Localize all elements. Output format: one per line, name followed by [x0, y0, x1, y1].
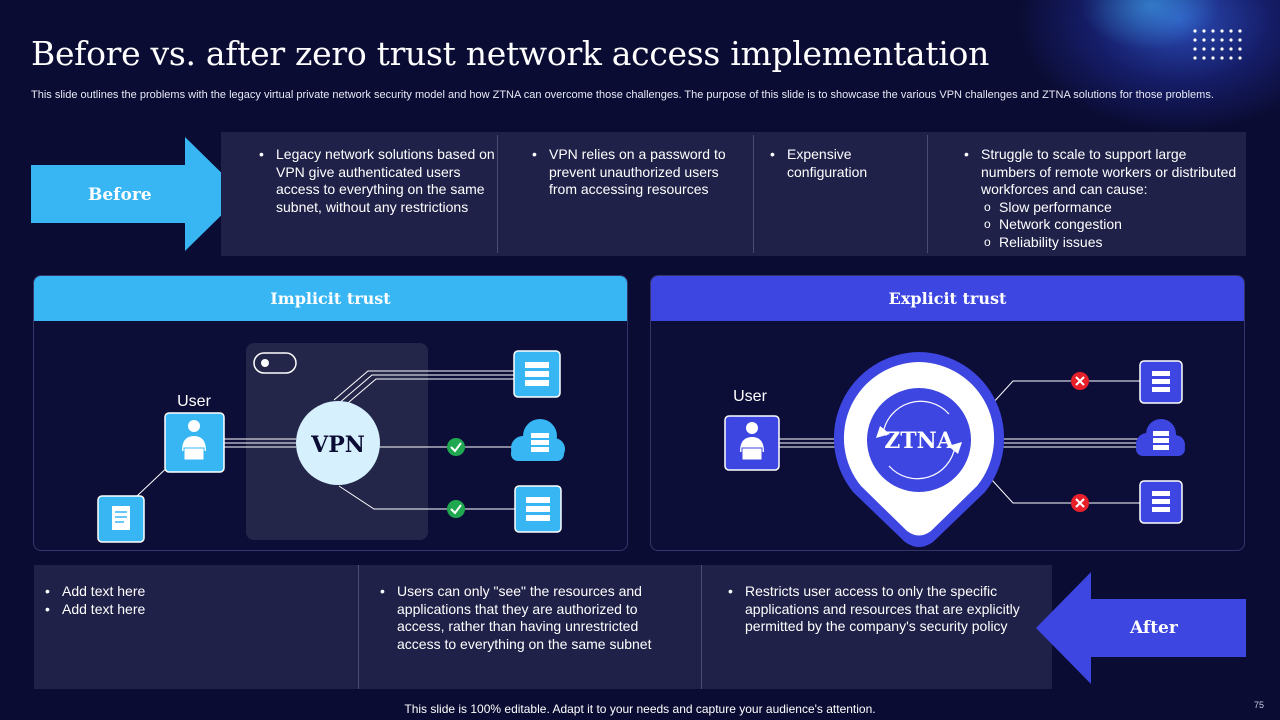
dot-grid-decoration: [1193, 29, 1242, 60]
before-divider: [497, 135, 498, 253]
cloud-icon: [511, 419, 565, 461]
implicit-trust-heading: Implicit trust: [34, 276, 627, 321]
page-subtitle: This slide outlines the problems with th…: [31, 89, 1214, 101]
before-label: Before: [88, 185, 152, 205]
after-item: Add text here: [44, 601, 344, 619]
user-icon: [164, 412, 225, 473]
before-column-2: VPN relies on a password to prevent unau…: [531, 132, 746, 256]
document-icon: [97, 495, 145, 543]
ztna-label: ZTNA: [884, 428, 955, 454]
after-column-1: Add text here Add text here: [44, 565, 344, 689]
implicit-trust-diagram: User VPN: [97, 343, 565, 543]
cloud-icon: [1136, 419, 1185, 456]
check-icon: [447, 500, 465, 518]
vpn-node: VPN: [296, 401, 380, 485]
before-box: Legacy network solutions based on VPN gi…: [221, 132, 1246, 256]
toggle-icon: [253, 352, 297, 374]
before-subitem: Slow performance: [963, 199, 1238, 217]
vpn-label: VPN: [310, 432, 365, 458]
explicit-trust-panel: ZTNA User: [650, 275, 1245, 551]
cross-icon: [1071, 372, 1089, 390]
page-title: Before vs. after zero trust network acce…: [31, 34, 990, 73]
page-number: 75: [1254, 700, 1265, 710]
before-divider: [927, 135, 928, 253]
user-icon: [724, 415, 780, 471]
connection-lines: [136, 370, 516, 510]
after-arrow: [1036, 572, 1246, 684]
before-item: Struggle to scale to support large numbe…: [963, 146, 1238, 199]
before-item: Legacy network solutions based on VPN gi…: [258, 146, 498, 216]
after-divider: [358, 565, 359, 689]
before-subitem: Reliability issues: [963, 234, 1238, 252]
explicit-trust-heading: Explicit trust: [651, 276, 1244, 321]
server-icon: [1139, 480, 1183, 524]
before-item: Expensive configuration: [769, 146, 919, 181]
before-arrow: [31, 137, 243, 251]
after-item: Users can only "see" the resources and a…: [379, 583, 679, 653]
implicit-trust-panel: User VPN: [33, 275, 628, 551]
after-item: Add text here: [44, 583, 344, 601]
after-column-3: Restricts user access to only the specif…: [727, 565, 1027, 689]
server-icon: [514, 485, 562, 533]
before-column-3: Expensive configuration: [769, 132, 919, 256]
footer-note: This slide is 100% editable. Adapt it to…: [404, 702, 876, 716]
server-icon: [513, 350, 561, 398]
before-column-4: Struggle to scale to support large numbe…: [963, 132, 1238, 256]
cross-icon: [1071, 494, 1089, 512]
after-item: Restricts user access to only the specif…: [727, 583, 1027, 636]
after-column-2: Users can only "see" the resources and a…: [379, 565, 679, 689]
after-label: After: [1130, 618, 1178, 638]
before-item: VPN relies on a password to prevent unau…: [531, 146, 746, 199]
explicit-trust-diagram: ZTNA User: [724, 352, 1185, 547]
before-subitem: Network congestion: [963, 216, 1238, 234]
explicit-user-label: User: [733, 388, 767, 405]
after-divider: [701, 565, 702, 689]
check-icon: [447, 438, 465, 456]
before-column-1: Legacy network solutions based on VPN gi…: [258, 132, 498, 256]
server-icon: [1139, 360, 1183, 404]
before-divider: [753, 135, 754, 253]
after-box: Add text here Add text here Users can on…: [34, 565, 1052, 689]
implicit-user-label: User: [177, 393, 211, 410]
